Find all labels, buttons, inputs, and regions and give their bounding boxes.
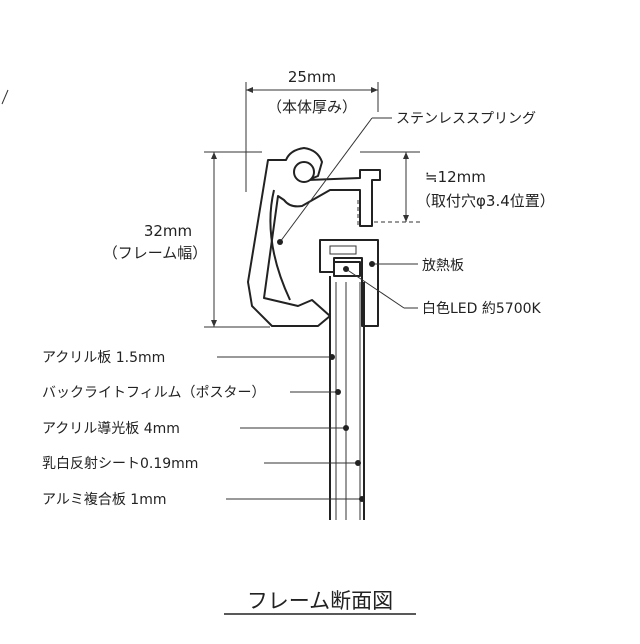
- layer-label-reflector: 乳白反射シート0.19mm: [42, 456, 198, 472]
- thickness-dimension: 25mm （本体厚み）: [245, 68, 379, 192]
- layer-label-backlight-film: バックライトフィルム（ポスター）: [42, 385, 265, 401]
- edge-mark: [1, 89, 9, 105]
- led-callout: 白色LED 約5700K: [343, 266, 542, 317]
- hole-position-label: （取付穴φ3.4位置）: [416, 192, 555, 210]
- frame-width-dimension: 32mm （フレーム幅）: [103, 151, 270, 328]
- thickness-label: （本体厚み）: [267, 98, 357, 116]
- layer-callout-0: アクリル板 1.5mm: [42, 350, 335, 366]
- heatsink-callout: 放熱板: [369, 258, 464, 274]
- heatsink-label: 放熱板: [422, 258, 464, 274]
- spring-label: ステンレススプリング: [396, 111, 536, 127]
- hole-position-dimension: ≒12mm （取付穴φ3.4位置）: [357, 151, 555, 226]
- frame-width-label: （フレーム幅）: [103, 244, 208, 262]
- layer-callout-3: 乳白反射シート0.19mm: [42, 456, 361, 472]
- layer-label-acrylic: アクリル板 1.5mm: [42, 350, 165, 366]
- frame-profile: [247, 147, 381, 520]
- diagram-title: フレーム断面図: [247, 589, 393, 613]
- layer-callout-2: アクリル導光板 4mm: [42, 421, 349, 437]
- led-label: 白色LED 約5700K: [422, 300, 542, 317]
- layer-label-light-guide: アクリル導光板 4mm: [42, 421, 180, 437]
- layer-callout-1: バックライトフィルム（ポスター）: [42, 385, 341, 401]
- layer-label-aluminium-composite: アルミ複合板 1mm: [42, 491, 167, 508]
- frame-width-value: 32mm: [144, 222, 192, 240]
- thickness-value: 25mm: [288, 68, 336, 86]
- layer-callout-4: アルミ複合板 1mm: [42, 491, 365, 508]
- hole-position-value: ≒12mm: [425, 168, 486, 186]
- spring-callout: ステンレススプリング: [277, 111, 536, 245]
